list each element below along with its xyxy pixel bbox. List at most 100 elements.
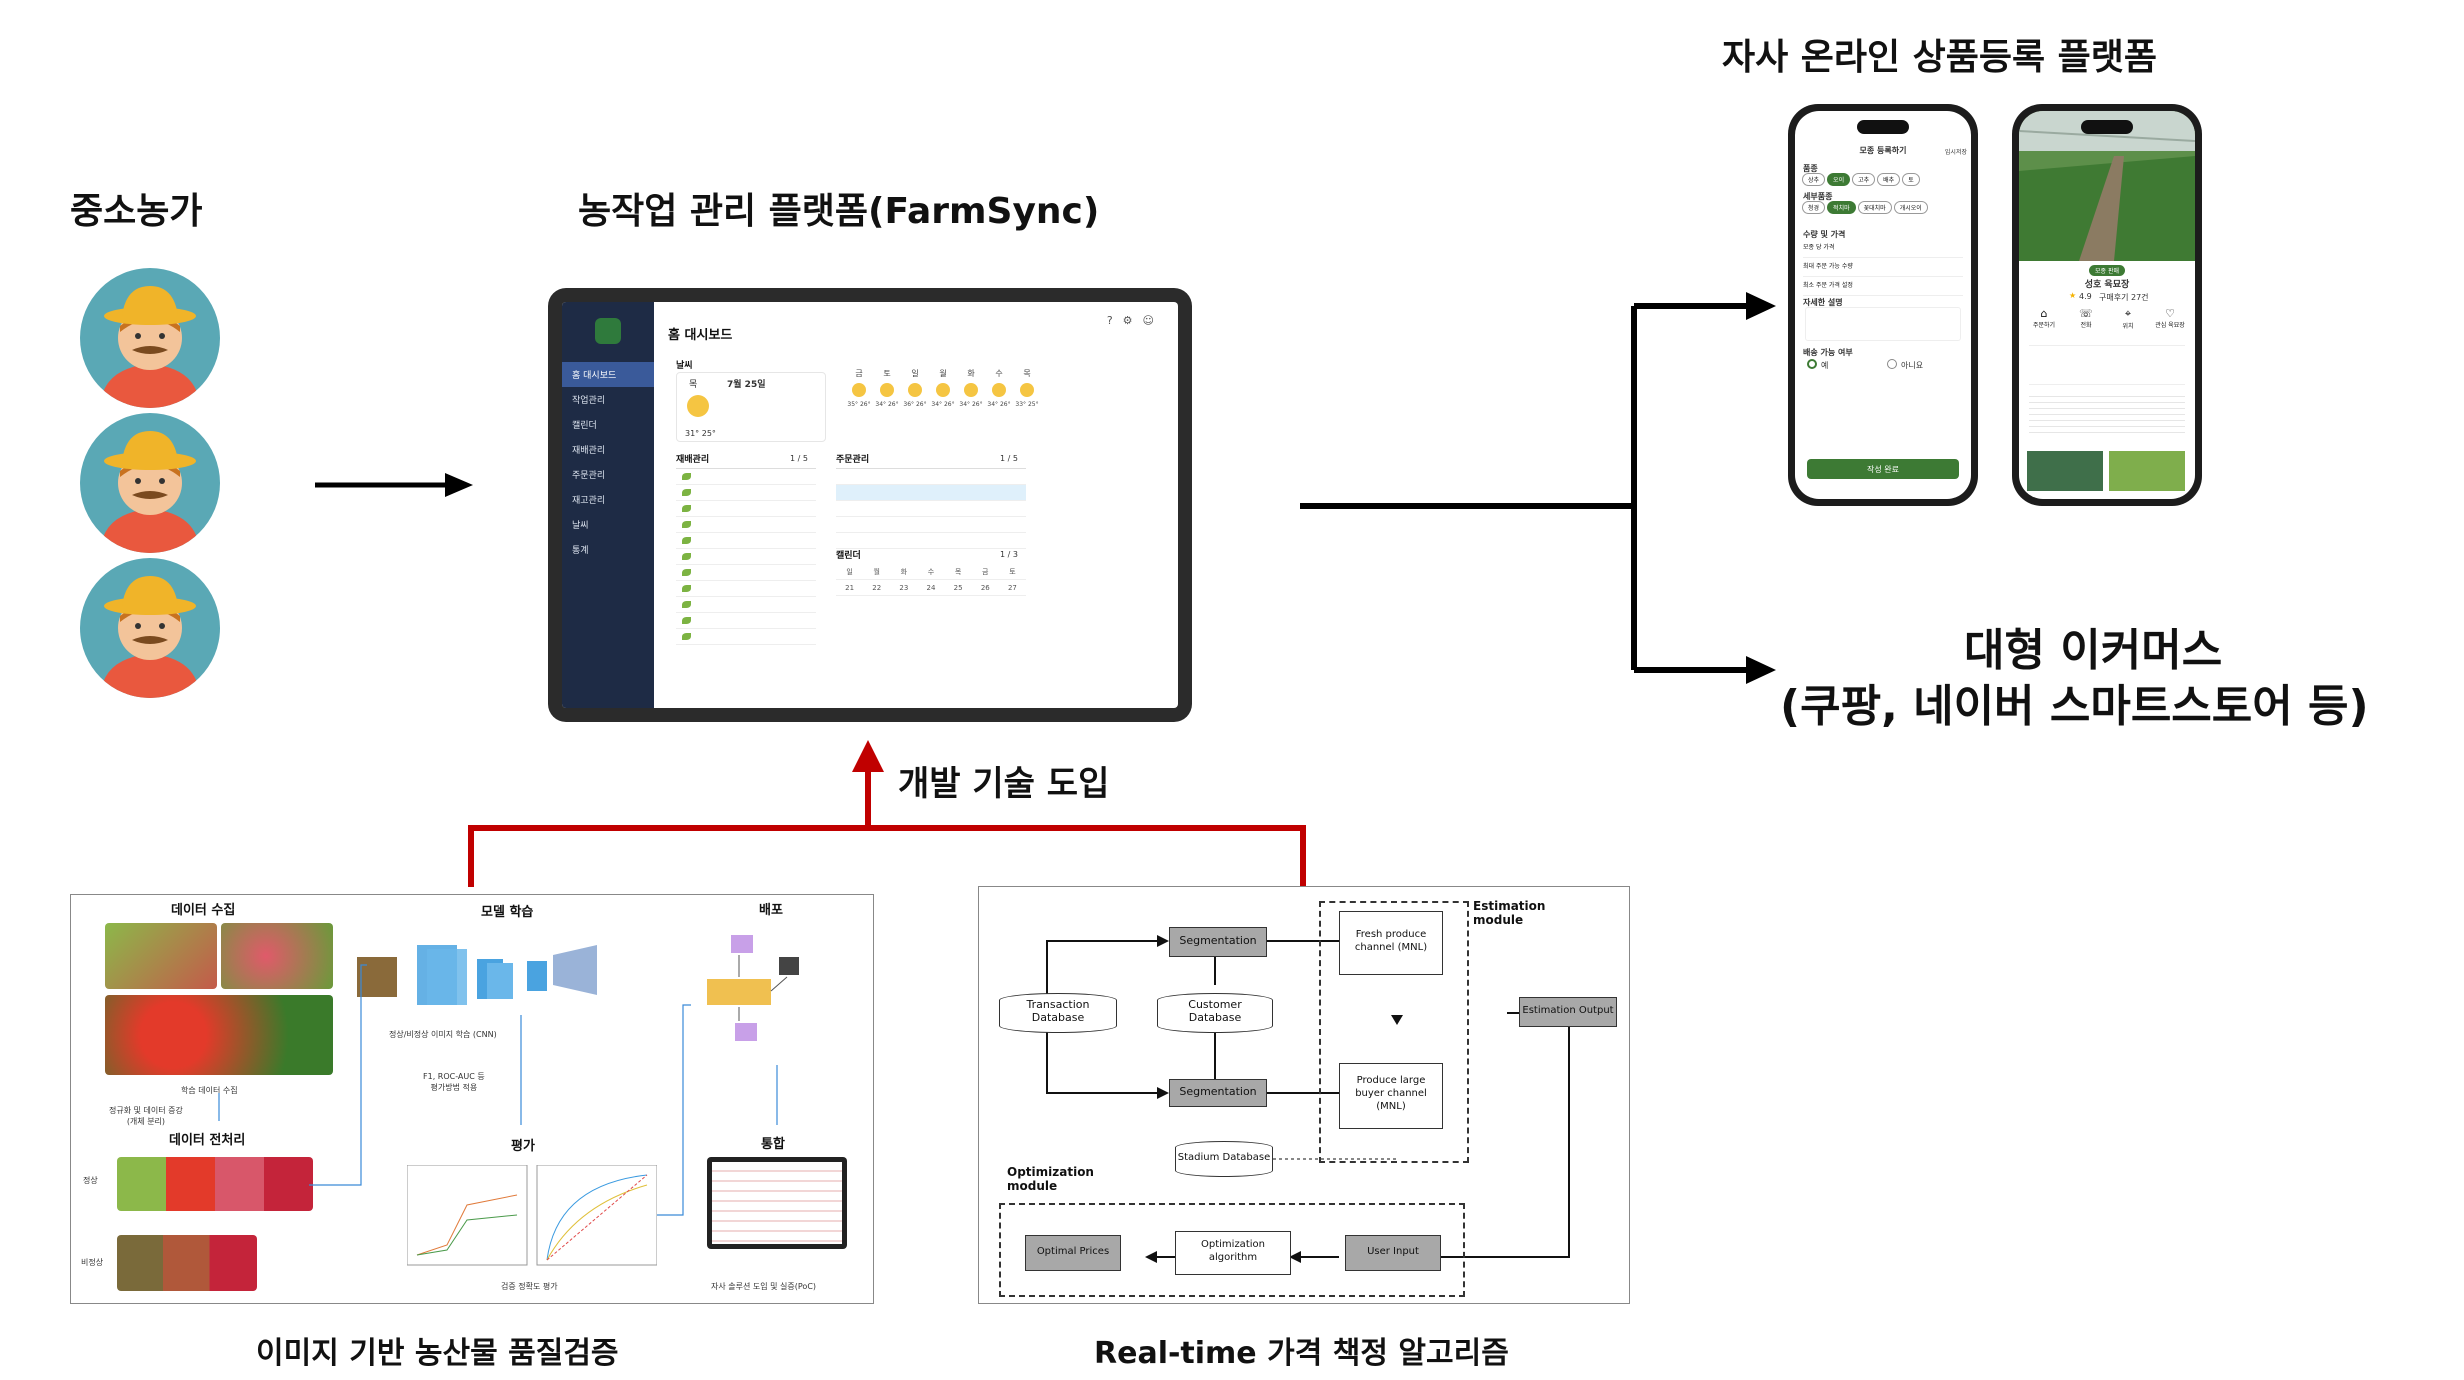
price-field[interactable]: 최소 주문 가격 설정 xyxy=(1803,280,1963,296)
farm-action[interactable]: ⌖위치 xyxy=(2107,307,2149,330)
normalization-label: 정규화 및 데이터 증강 (개체 분리) xyxy=(109,1106,183,1126)
crop-row[interactable] xyxy=(676,549,816,565)
detail-pill[interactable]: 청경 xyxy=(1802,201,1826,214)
menu-orders[interactable]: 주문관리 xyxy=(572,471,606,481)
normal-samples xyxy=(117,1157,313,1211)
preprocessing-title: 데이터 전처리 xyxy=(169,1133,246,1148)
fresh-produce-channel: Fresh produce channel (MNL) xyxy=(1339,911,1443,975)
calendar-date[interactable]: 21 xyxy=(836,580,864,596)
estimation-module-label: Estimation module xyxy=(1473,899,1546,927)
submit-button[interactable]: 작성 완료 xyxy=(1807,459,1959,479)
quality-verification-panel: 데이터 수집 모델 학습 배포 학습 데이터 수집 정규화 및 데이터 증강 (… xyxy=(70,894,874,1304)
menu-inventory[interactable]: 재고관리 xyxy=(572,496,606,506)
phone-notch xyxy=(1857,120,1909,134)
order-row[interactable] xyxy=(836,517,1026,533)
order-row[interactable] xyxy=(836,469,1026,485)
menu-tasks[interactable]: 작업관리 xyxy=(572,396,606,406)
leaf-icon xyxy=(682,505,691,512)
calendar-date[interactable]: 26 xyxy=(971,580,999,596)
crop-row[interactable] xyxy=(676,597,816,613)
calendar-pager[interactable]: 1 / 3 xyxy=(1000,550,1018,559)
crop-pill[interactable]: 배추 xyxy=(1877,173,1901,186)
desc-textarea[interactable] xyxy=(1805,307,1961,341)
crop-pill[interactable]: 오이 xyxy=(1827,173,1851,186)
detail-pill[interactable]: 꽃대치마 xyxy=(1857,201,1892,214)
calendar-date[interactable]: 23 xyxy=(890,580,918,596)
temp-save-link[interactable]: 임시저장 xyxy=(1944,149,1967,156)
order-row[interactable] xyxy=(836,485,1026,501)
segmentation-bottom: Segmentation xyxy=(1169,1079,1267,1107)
weather-label: 날씨 xyxy=(676,361,693,371)
crop-row[interactable] xyxy=(676,565,816,581)
crop-section-title: 재배관리 xyxy=(676,455,710,465)
order-row[interactable] xyxy=(836,501,1026,517)
delivery-no-radio[interactable] xyxy=(1887,359,1897,369)
model-training-title: 모델 학습 xyxy=(481,905,534,920)
crop-row[interactable] xyxy=(676,581,816,597)
ecommerce-heading-line1: 대형 이커머스 xyxy=(1964,625,2223,676)
calendar-date[interactable]: 22 xyxy=(863,580,891,596)
integration-title: 통합 xyxy=(761,1137,785,1152)
forecast-temp: 34° 26° xyxy=(931,401,955,408)
farm-name: 성호 육묘장 xyxy=(2084,280,2130,290)
quality-flow-lines xyxy=(218,964,778,1216)
dashboard-screen: 홈 대시보드 작업관리 캘린더 재배관리 주문관리 재고관리 날씨 통계 홈 대… xyxy=(562,302,1178,708)
price-field-label: 최대 주문 가능 수량 xyxy=(1803,263,1853,270)
crop-row[interactable] xyxy=(676,629,816,645)
menu-weather[interactable]: 날씨 xyxy=(572,521,589,531)
detail-pill[interactable]: 개시오이 xyxy=(1893,201,1928,214)
leaf-icon xyxy=(682,473,691,480)
location-icon: ⌖ xyxy=(2124,307,2132,320)
forecast-temp: 34° 26° xyxy=(875,401,899,408)
crop-row[interactable] xyxy=(676,533,816,549)
leaf-icon xyxy=(682,617,691,624)
sale-badge-text: 모종 판매 xyxy=(2095,268,2119,275)
calendar-date[interactable]: 27 xyxy=(998,580,1026,596)
order-pager[interactable]: 1 / 5 xyxy=(1000,454,1018,463)
crop-pill[interactable]: 고추 xyxy=(1852,173,1876,186)
header-icons[interactable]: ?⚙☺ xyxy=(1106,314,1164,327)
leaf-icon xyxy=(682,633,691,640)
large-buyer-channel: Produce large buyer channel (MNL) xyxy=(1339,1063,1443,1129)
crop-pill[interactable]: 토 xyxy=(1902,173,1920,186)
crop-pager[interactable]: 1 / 5 xyxy=(790,454,808,463)
crop-row[interactable] xyxy=(676,613,816,629)
calendar-date[interactable]: 24 xyxy=(917,580,945,596)
crop-row[interactable] xyxy=(676,517,816,533)
weather-icon xyxy=(880,383,894,397)
price-field[interactable]: 모종 당 가격 xyxy=(1803,242,1963,258)
farm-action[interactable]: ☏전화 xyxy=(2065,307,2107,329)
menu-calendar[interactable]: 캘린더 xyxy=(572,421,597,431)
estimation-module-box xyxy=(1319,901,1469,1163)
integration-screenshot xyxy=(707,1157,847,1249)
calendar-date[interactable]: 25 xyxy=(944,580,972,596)
crop-row[interactable] xyxy=(676,485,816,501)
weather-icon xyxy=(992,383,1006,397)
farm-detail-screen: 모종 판매 성호 육묘장 ★ 4.9 구매후기 27건 ⌂주문하기☏전화⌖위치♡… xyxy=(2019,111,2195,499)
crop-pill[interactable]: 상추 xyxy=(1802,173,1826,186)
crop-row[interactable] xyxy=(676,501,816,517)
calendar-weekday: 수 xyxy=(917,564,945,580)
forecast-temp: 34° 26° xyxy=(987,401,1011,408)
crop-row[interactable] xyxy=(676,469,816,485)
order-row[interactable] xyxy=(836,533,1026,549)
own-platform-heading: 자사 온라인 상품등록 플랫폼 xyxy=(1722,37,2158,78)
delivery-yes-radio[interactable] xyxy=(1807,359,1817,369)
submit-button-label: 작성 완료 xyxy=(1867,465,1899,474)
detail-pill[interactable]: 적치마 xyxy=(1827,201,1856,214)
menu-cultivation[interactable]: 재배관리 xyxy=(572,446,606,456)
price-field[interactable]: 최대 주문 가능 수량 xyxy=(1803,261,1963,277)
farm-action-row[interactable]: ⌂주문하기☏전화⌖위치♡관심 육묘장 xyxy=(2023,307,2191,337)
farm-action[interactable]: ♡관심 육묘장 xyxy=(2149,307,2191,329)
menu-home[interactable]: 홈 대시보드 xyxy=(562,362,654,387)
menu-stats[interactable]: 통계 xyxy=(572,546,589,556)
leaf-icon xyxy=(682,553,691,560)
farm-action[interactable]: ⌂주문하기 xyxy=(2023,307,2065,329)
